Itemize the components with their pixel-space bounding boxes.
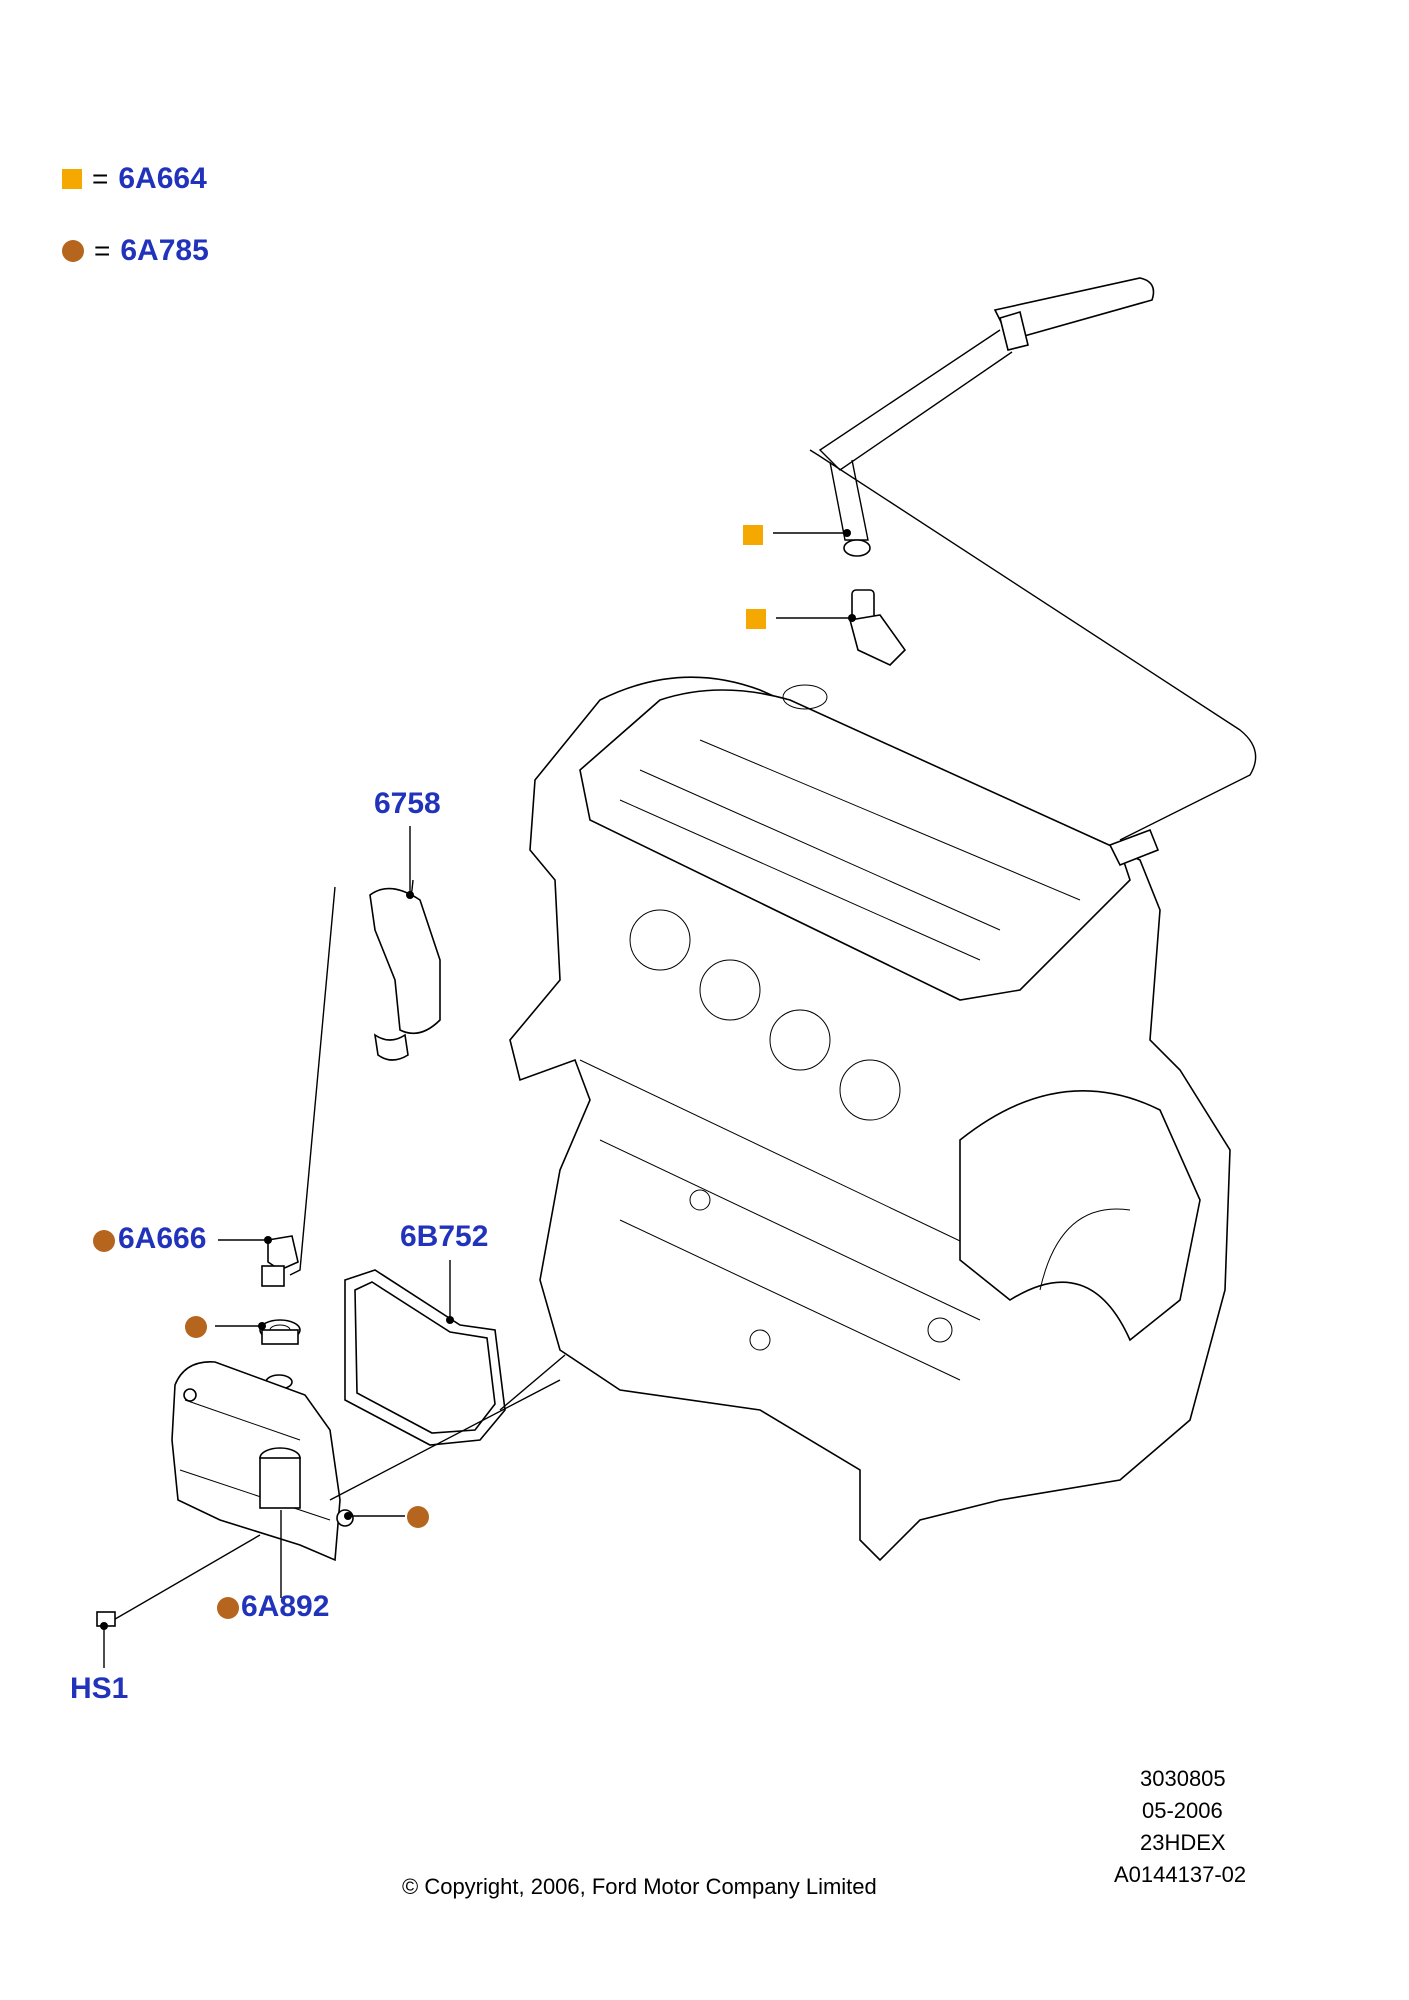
legend-code-square: 6A664 [118,162,207,195]
separator-link-line [329,1379,561,1501]
part-label-6A892: 6A892 [241,1590,330,1623]
circle-marker-icon [217,1597,239,1619]
legend-row-circle: = 6A785 [62,234,209,268]
bolt-hs1 [96,1534,261,1627]
hose-6758 [369,879,441,1061]
part-label-6A666: 6A666 [118,1222,207,1255]
circle-marker-icon [62,240,84,262]
hose-link-line [289,886,336,1276]
circle-marker-icon [407,1506,429,1528]
square-marker-icon [62,169,82,189]
circle-marker-icon [185,1316,207,1338]
breather-pipe [818,277,1155,557]
legend-row-square: = 6A664 [62,162,207,196]
seal-ring [259,1319,301,1345]
engine-block [509,676,1231,1562]
part-label-HS1: HS1 [70,1672,129,1705]
gasket-6B752 [344,1269,506,1446]
connector-6A666 [261,1235,299,1287]
illustration-id: A0144137-02 [1114,1862,1247,1887]
circle-marker-icon [93,1230,115,1252]
legend-equals: = [94,235,111,266]
date-code: 05-2006 [1142,1798,1223,1823]
gasket-link-line [499,1354,566,1411]
ventilation-line [809,449,1257,841]
engine-code: 23HDEX [1140,1830,1226,1855]
pcv-valve [849,589,907,666]
square-marker-icon [743,525,763,545]
square-marker-icon [746,609,766,629]
legend-equals: = [92,163,109,194]
part-label-6758: 6758 [374,787,441,820]
copyright-notice: © Copyright, 2006, Ford Motor Company Li… [402,1874,877,1899]
reference-number: 3030805 [1140,1766,1226,1791]
legend-code-circle: 6A785 [120,234,209,267]
part-label-6B752: 6B752 [400,1220,489,1253]
leader-lines [100,529,856,1668]
oil-separator-6A892 [171,1361,354,1562]
